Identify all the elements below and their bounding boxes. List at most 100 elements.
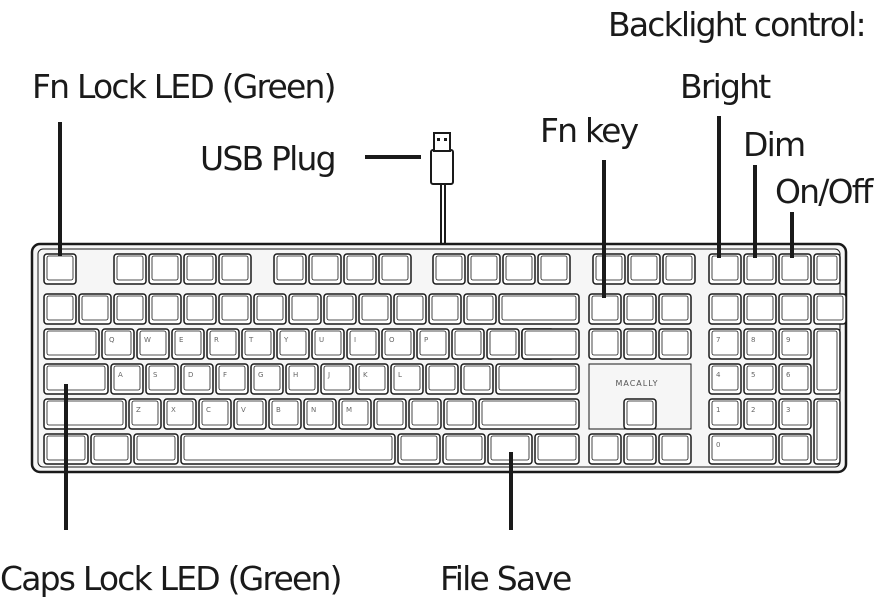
label-fn-key: Fn key <box>540 111 639 150</box>
key-letter <box>241 328 275 360</box>
key-function-row-top <box>630 255 658 281</box>
key-symbol-top <box>454 330 482 356</box>
key-symbol-top <box>463 365 491 391</box>
key-numpad-enter-top <box>816 400 838 461</box>
label-caps-lock-led: Caps Lock LED (Green) <box>0 559 342 598</box>
key-letter <box>250 363 284 395</box>
key-function-row <box>592 253 626 285</box>
key-letter-legend: D <box>188 371 193 379</box>
key-numpad-top <box>816 295 844 321</box>
key-nav <box>658 328 692 360</box>
key-tab <box>43 328 100 360</box>
key-numpad-decimal <box>778 433 812 465</box>
key-numpad-top <box>711 295 739 321</box>
key-numpad-zero-top <box>711 435 774 461</box>
key-numpad-legend: 8 <box>751 336 755 344</box>
key-nav <box>588 293 622 325</box>
key-symbol <box>425 363 459 395</box>
key-function-row-top <box>186 255 214 281</box>
key-letter-legend: C <box>206 406 211 414</box>
key-function-row <box>218 253 252 285</box>
key-function-row-top <box>221 255 249 281</box>
usb-plug-body <box>430 149 454 185</box>
key-letter-legend: A <box>118 371 123 379</box>
key-number-row-top <box>291 295 319 321</box>
key-symbol <box>451 328 485 360</box>
key-letter-top <box>419 330 447 356</box>
key-number-row <box>183 293 217 325</box>
key-function-row <box>148 253 182 285</box>
key-numpad <box>778 398 812 430</box>
key-function-row-top <box>781 255 809 281</box>
key-function-row-top <box>595 255 623 281</box>
usb-plug-pin <box>437 138 440 141</box>
key-letter-legend: P <box>424 336 428 344</box>
key-nav-top <box>661 330 689 356</box>
key-function-row <box>343 253 377 285</box>
label-backlight-control: Backlight control: <box>608 5 867 44</box>
key-numpad-zero <box>708 433 777 465</box>
key-symbol <box>373 398 407 430</box>
key-numpad <box>708 398 742 430</box>
key-letter-legend: B <box>276 406 281 414</box>
key-letter-legend: I <box>354 336 356 344</box>
key-numpad-legend: 2 <box>751 406 755 414</box>
key-arrow-top <box>626 435 654 461</box>
key-space <box>180 433 396 465</box>
key-nav-top <box>626 295 654 321</box>
key-numpad-enter <box>813 398 841 465</box>
key-function-row <box>432 253 466 285</box>
key-number-row-top <box>361 295 389 321</box>
key-letter <box>233 398 267 430</box>
key-number-row <box>78 293 112 325</box>
key-number-row <box>148 293 182 325</box>
key-nav <box>623 293 657 325</box>
key-number-row <box>43 293 77 325</box>
key-number-row <box>288 293 322 325</box>
key-number-row-top <box>326 295 354 321</box>
key-numpad <box>813 293 847 325</box>
key-numpad <box>743 363 777 395</box>
key-letter-top <box>384 330 412 356</box>
key-letter-legend: Z <box>136 406 141 414</box>
key-function-row-top <box>381 255 409 281</box>
key-caps-lock-top <box>46 365 106 391</box>
key-letter-top <box>218 365 246 391</box>
label-bright: Bright <box>680 67 771 106</box>
key-number-row <box>463 293 497 325</box>
key-option-left <box>90 433 132 465</box>
key-numpad-top <box>711 400 739 426</box>
key-letter-top <box>244 330 272 356</box>
key-nav <box>623 328 657 360</box>
key-letter-top <box>201 400 229 426</box>
key-letter <box>320 363 354 395</box>
key-right-shift <box>478 398 580 430</box>
key-numpad-legend: 5 <box>751 371 755 379</box>
key-letter-top <box>341 400 369 426</box>
key-numpad <box>708 328 742 360</box>
key-return <box>495 363 580 395</box>
key-caps-lock <box>43 363 109 395</box>
key-nav-top <box>661 295 689 321</box>
key-function-row-top <box>435 255 463 281</box>
key-command-left-top <box>136 435 176 461</box>
key-letter-top <box>271 400 299 426</box>
key-numpad-zero-legend: 0 <box>716 441 720 449</box>
key-letter <box>101 328 135 360</box>
key-letter-legend: N <box>311 406 316 414</box>
key-letter <box>338 398 372 430</box>
key-function-row <box>778 253 812 285</box>
key-delete-top <box>501 295 577 321</box>
key-nav <box>588 328 622 360</box>
key-space-top <box>183 435 393 461</box>
key-control-right-top <box>537 435 577 461</box>
key-letter-top <box>393 365 421 391</box>
key-letter-top <box>166 400 194 426</box>
key-numpad-top <box>746 400 774 426</box>
key-letter-legend: U <box>319 336 324 344</box>
key-numpad <box>708 293 742 325</box>
key-function-row-top <box>540 255 568 281</box>
key-function-row <box>467 253 501 285</box>
key-letter-top <box>104 330 132 356</box>
